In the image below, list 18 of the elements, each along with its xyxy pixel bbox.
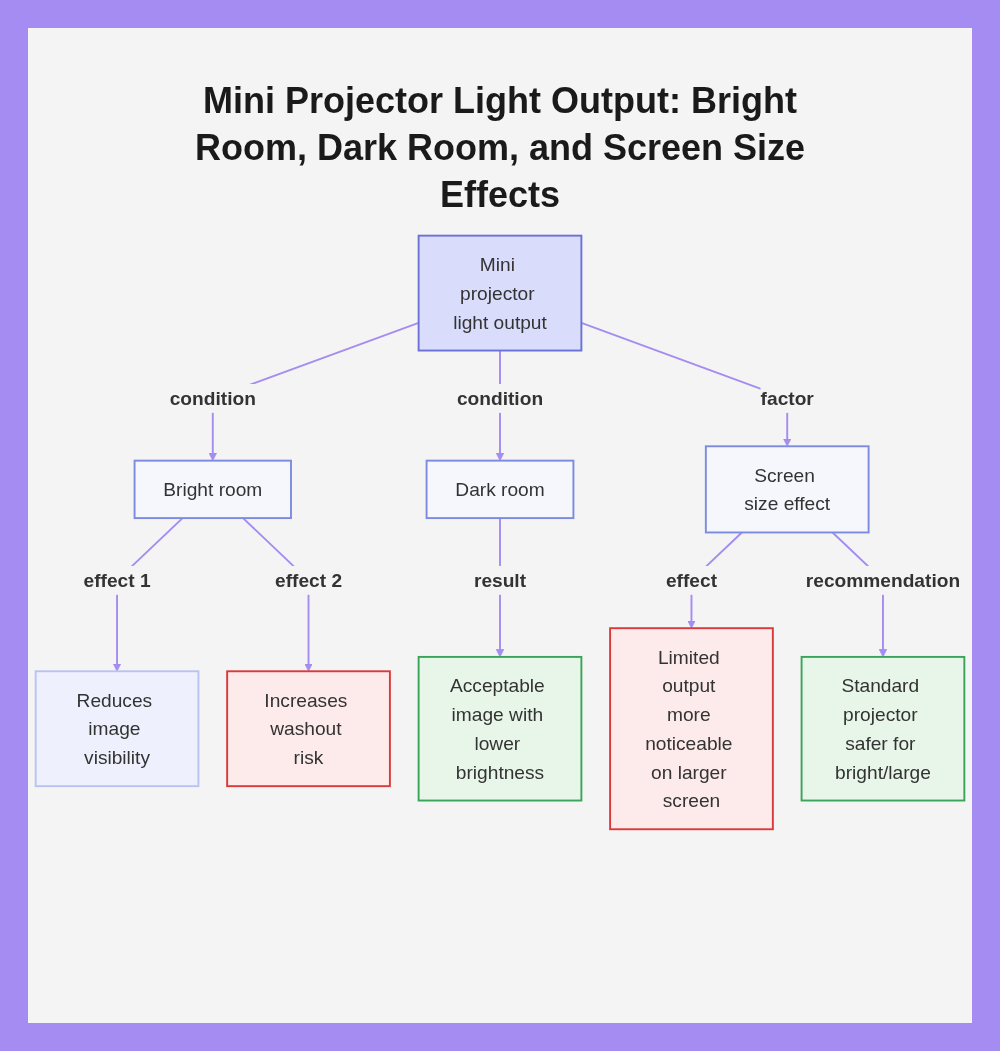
node-box: Standard projector safer for bright/large xyxy=(800,656,966,802)
edge-label: result xyxy=(473,570,527,592)
node-box: Screen size effect xyxy=(704,445,870,534)
node-box: Dark room xyxy=(425,460,575,520)
node-box: Increases washout risk xyxy=(226,670,391,788)
edge-label: factor xyxy=(760,388,814,410)
edge-label: condition xyxy=(169,388,256,410)
edge-label: effect 2 xyxy=(275,570,343,592)
node-box: Limited output more noticeable on larger screen xyxy=(609,627,774,831)
node-box: Mini projector light output xyxy=(417,235,583,352)
diagram-title: Mini Projector Light Output: Bright Room, Dark Room, and Screen Size Effects xyxy=(193,79,807,217)
node-box: Acceptable image with lower brightness xyxy=(417,656,583,802)
edge-label: condition xyxy=(456,388,544,410)
edge-label: effect 1 xyxy=(83,570,151,592)
edge-label: recommendation xyxy=(805,570,961,592)
node-box: Reduces image visibility xyxy=(34,670,200,788)
edge-label: effect xyxy=(665,570,718,592)
node-box: Bright room xyxy=(133,460,292,520)
